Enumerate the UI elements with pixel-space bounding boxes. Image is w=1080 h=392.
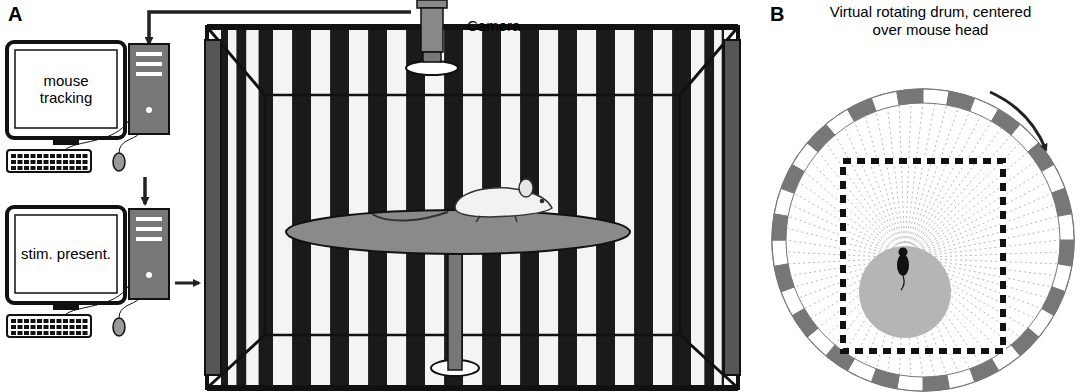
camera-hole <box>406 61 458 75</box>
computer: mouse tracking <box>5 40 173 175</box>
rotation-arrow <box>990 92 1046 150</box>
panel-letter: A <box>8 2 22 26</box>
platform <box>286 210 630 254</box>
side-panel <box>724 40 740 375</box>
computer-icon <box>5 205 173 340</box>
camera: Camera <box>413 0 451 66</box>
arena-stripes <box>207 27 738 388</box>
computer-icon <box>5 40 173 175</box>
camera-icon <box>413 0 451 66</box>
mouse-top <box>897 248 909 291</box>
signal-arrow <box>143 177 147 204</box>
signal-arrow <box>149 12 411 44</box>
panel-letter: B <box>770 2 784 26</box>
arena-outline <box>843 161 1003 351</box>
screen-label: mouse tracking <box>19 54 113 124</box>
computer: stim. present. <box>5 205 173 340</box>
platform-top <box>859 246 951 338</box>
side-panel <box>205 40 221 375</box>
virtual-drum <box>772 89 1074 391</box>
camera-label: Camera <box>467 17 520 34</box>
arena-frame <box>207 27 738 388</box>
signal-arrow <box>175 282 199 285</box>
mouse-figure <box>372 179 552 222</box>
screen-label: stim. present. <box>19 219 113 289</box>
arena-outline <box>843 161 1003 351</box>
panel-caption: Virtual rotating drum, centered over mou… <box>818 3 1043 39</box>
